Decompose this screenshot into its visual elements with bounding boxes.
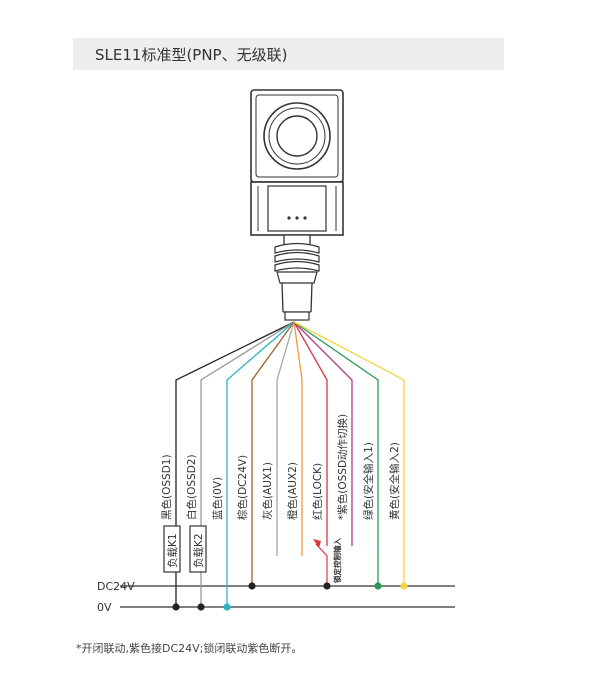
wire-label-red: 红色(LOCK)	[311, 463, 324, 520]
header-bar: SLE11标准型(PNP、无级联)	[73, 38, 504, 70]
junction-dot	[248, 582, 256, 590]
page-title: SLE11标准型(PNP、无级联)	[95, 46, 288, 64]
wire-label-white: 白色(OSSD2)	[185, 454, 198, 520]
wire-label-brown: 棕色(DC24V)	[236, 455, 249, 520]
wire-label-green: 绿色(安全输入1)	[362, 442, 375, 520]
zero-v-rail-label: 0V	[97, 601, 112, 614]
load-k2-box	[189, 525, 207, 573]
wire-brown	[251, 321, 295, 586]
load-k2-label: 负载K2	[192, 533, 205, 568]
sensor-lens	[263, 102, 331, 170]
footnote: *开闭联动,紫色接DC24V;锁闭联动紫色断开。	[76, 642, 303, 655]
wire-label-gray: 灰色(AUX1)	[261, 462, 274, 520]
junction-dot	[323, 582, 331, 590]
wire-green	[293, 321, 379, 586]
wire-red	[293, 321, 328, 546]
lock-input-arrow	[315, 543, 328, 586]
wire-yellow	[293, 321, 405, 586]
wire-label-blue: 蓝色(0V)	[211, 477, 224, 520]
wire-orange	[293, 321, 303, 556]
wire-label-orange: 橙色(AUX2)	[286, 462, 299, 520]
sensor-base	[250, 181, 344, 236]
wire-blue	[226, 321, 295, 607]
junction-dot	[197, 603, 205, 611]
junction-dot	[172, 603, 180, 611]
junction-dot	[223, 603, 231, 611]
wire-gray	[276, 321, 295, 556]
lock-input-label: 锁定控制输入	[332, 538, 342, 583]
dc24v-rail-label: DC24V	[97, 580, 135, 593]
junction-dot	[400, 582, 408, 590]
wire-label-purple: *紫色(OSSD动作切换)	[336, 414, 349, 520]
cable-connector	[274, 242, 320, 321]
load-k1-label: 负载K1	[166, 533, 179, 568]
wire-label-yellow: 黄色(安全输入2)	[388, 442, 401, 520]
load-k1-box	[163, 525, 181, 573]
junction-dot	[374, 582, 382, 590]
wire-purple	[293, 321, 353, 546]
sensor-device	[250, 89, 344, 321]
wire-label-black: 黑色(OSSD1)	[160, 454, 173, 520]
